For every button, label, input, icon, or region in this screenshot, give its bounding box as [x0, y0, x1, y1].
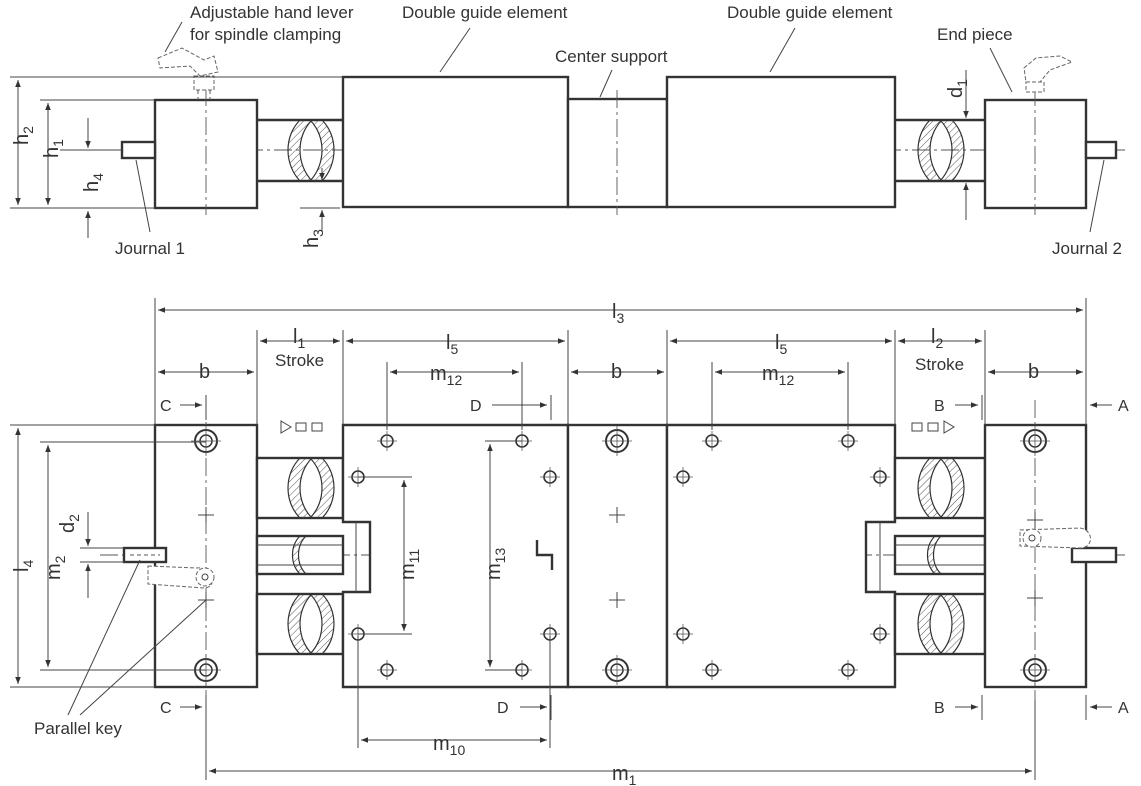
- stroke-direction-right-icon: [911, 420, 955, 434]
- dim-l1: l1: [293, 326, 305, 351]
- dim-l5-left: l5: [446, 332, 458, 357]
- callout-journal-1: Journal 1: [115, 239, 185, 258]
- plan-right-end-piece: [983, 423, 1088, 689]
- cross-mark-icon: [609, 592, 625, 608]
- journal-2: [1084, 140, 1118, 160]
- svg-text:h2: h2: [11, 126, 36, 145]
- hole-icon: [870, 467, 890, 487]
- dim-l2: l2: [931, 326, 943, 351]
- svg-text:d1: d1: [945, 79, 970, 98]
- hole-icon: [838, 431, 858, 451]
- hand-lever-left-icon: [157, 47, 219, 100]
- hole-icon: [838, 660, 858, 680]
- center-support-side: [566, 97, 669, 209]
- double-guide-element-left: [341, 75, 570, 209]
- section-b-top: B: [934, 398, 945, 415]
- dim-b-right: b: [1028, 361, 1039, 383]
- hole-icon: [702, 660, 722, 680]
- svg-text:m13: m13: [483, 548, 508, 580]
- plan-center-support: [566, 423, 669, 689]
- section-d-bottom: D: [497, 700, 509, 717]
- stroke-label-right: Stroke: [915, 355, 964, 374]
- cross-mark-icon: [198, 507, 214, 523]
- dim-h1: h1: [41, 139, 66, 158]
- svg-text:h3: h3: [301, 229, 326, 248]
- hole-icon: [377, 660, 397, 680]
- hole-icon: [870, 624, 890, 644]
- section-a-bottom: A: [1118, 700, 1129, 717]
- bolt-icon: [191, 426, 221, 456]
- dim-d1: d1: [945, 79, 970, 98]
- section-c-bottom: C: [160, 700, 172, 717]
- dim-m10: m10: [433, 733, 465, 758]
- callout-parallel-key: Parallel key: [34, 719, 122, 738]
- hole-icon: [377, 431, 397, 451]
- bolt-icon: [602, 426, 632, 456]
- dim-b-center: b: [611, 361, 622, 383]
- dim-m12-right: m12: [762, 363, 794, 388]
- bolt-icon: [602, 655, 632, 685]
- hand-lever-right-icon: [1023, 55, 1074, 93]
- plan-double-guide-right: [665, 423, 897, 689]
- side-view: [10, 21, 1125, 238]
- dim-b-left: b: [199, 361, 210, 383]
- journal-1: [120, 140, 157, 160]
- svg-text:h1: h1: [41, 139, 66, 158]
- parallel-key-right: [1070, 546, 1118, 564]
- callout-lever-line1: Adjustable hand lever: [190, 3, 354, 22]
- right-end-piece: [983, 98, 1088, 210]
- hole-icon: [673, 467, 693, 487]
- stroke-label-left: Stroke: [275, 351, 324, 370]
- dim-l3: l3: [612, 301, 624, 326]
- double-guide-element-right: [665, 75, 897, 209]
- stroke-direction-left-icon: [280, 420, 323, 434]
- plan-double-guide-left: [341, 423, 570, 689]
- cross-mark-icon: [609, 507, 625, 523]
- cross-mark-icon: [1027, 590, 1043, 606]
- svg-text:l4: l4: [11, 560, 36, 572]
- callout-end-piece: End piece: [937, 25, 1013, 44]
- dim-h3: h3: [301, 229, 326, 248]
- dim-h2: h2: [11, 126, 36, 145]
- hand-lever-plan-right-icon: [1019, 527, 1091, 549]
- callout-center-support: Center support: [555, 47, 668, 66]
- dim-l5-right: l5: [775, 332, 787, 357]
- dim-m11: m11: [397, 549, 422, 580]
- svg-text:d2: d2: [57, 514, 82, 533]
- dim-h4: h4: [81, 173, 106, 192]
- svg-text:h4: h4: [81, 173, 106, 192]
- hole-icon: [540, 467, 560, 487]
- dim-m12-left: m12: [430, 363, 462, 388]
- callout-journal-2: Journal 2: [1052, 239, 1122, 258]
- hole-icon: [540, 624, 560, 644]
- dim-l4: l4: [11, 560, 36, 572]
- bolt-icon: [1020, 655, 1050, 685]
- svg-text:m2: m2: [43, 555, 68, 580]
- plan-view: [10, 298, 1125, 780]
- callout-double-guide-right: Double guide element: [727, 3, 893, 22]
- section-b-bottom: B: [934, 700, 945, 717]
- callout-lever-line2: for spindle clamping: [190, 25, 341, 44]
- hand-lever-plan-left-icon: [147, 565, 215, 589]
- dim-m2: m2: [43, 555, 68, 580]
- hole-icon: [673, 624, 693, 644]
- cross-mark-icon: [1027, 512, 1043, 528]
- section-c-top: C: [160, 398, 172, 415]
- section-d-top: D: [470, 398, 482, 415]
- section-a-top: A: [1118, 398, 1129, 415]
- mounting-bolts: [191, 426, 1050, 685]
- bolt-icon: [1020, 426, 1050, 456]
- dim-m1: m1: [612, 763, 637, 786]
- dim-d2: d2: [57, 514, 82, 533]
- hole-icon: [702, 431, 722, 451]
- dim-m13: m13: [483, 548, 508, 580]
- svg-text:m11: m11: [397, 549, 422, 580]
- mounting-holes: [348, 431, 890, 680]
- callout-double-guide-left: Double guide element: [402, 3, 568, 22]
